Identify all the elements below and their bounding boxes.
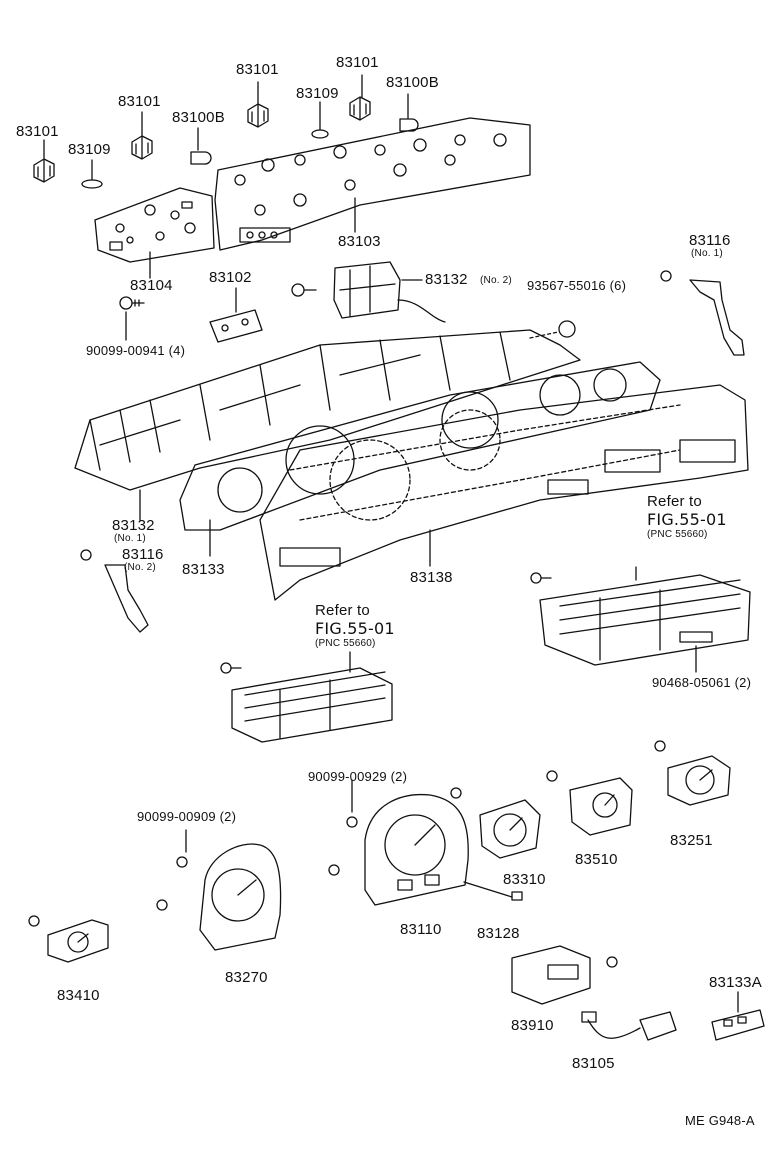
- part-label: 83510: [575, 851, 618, 868]
- part-label: 83310: [503, 871, 546, 888]
- reference-note: (PNC 55660): [647, 529, 708, 540]
- part-label: 83110: [400, 921, 442, 938]
- part-label: 83128: [477, 925, 520, 942]
- part-label: 83103: [338, 233, 381, 250]
- part-label: 83101: [336, 54, 379, 71]
- wire-harness-83105: [581, 1011, 677, 1041]
- clock-83910: [511, 945, 618, 1005]
- part-label: 83102: [209, 269, 252, 286]
- part-note: (No. 1): [691, 248, 723, 259]
- bulb-icon: [311, 129, 329, 139]
- screw-icon: [119, 296, 145, 310]
- bezel-83133a: [711, 1009, 765, 1041]
- part-label: 83109: [296, 85, 339, 102]
- diagram-code: ME G948-A: [685, 1113, 755, 1128]
- reference-note: FIG.55-01: [315, 619, 395, 638]
- air-register-left: [220, 662, 393, 743]
- gauge-83410: [28, 915, 109, 963]
- part-label: 83105: [572, 1055, 615, 1072]
- part-label: 83132: [425, 271, 468, 288]
- part-label: 83100B: [172, 109, 225, 126]
- part-label: 83251: [670, 832, 713, 849]
- speedometer-83110: [328, 793, 469, 906]
- printed-circuit-83103: [214, 117, 531, 251]
- bulb-icon: [399, 118, 419, 132]
- gauge-83510: [546, 770, 633, 836]
- part-label: 83116: [689, 232, 731, 249]
- part-label: 83104: [130, 277, 173, 294]
- part-label: 83132: [112, 517, 155, 534]
- part-label: 83133: [182, 561, 225, 578]
- meter-83270: [156, 843, 282, 951]
- cluster-housing-83132: [74, 329, 581, 491]
- bulb-icon: [190, 151, 212, 165]
- part-label: 83410: [57, 987, 100, 1004]
- socket-icon: [33, 158, 55, 183]
- part-label: 83116: [122, 546, 164, 563]
- part-label: 90099-00929 (2): [308, 769, 408, 784]
- bracket-83102: [209, 309, 263, 343]
- printed-circuit-83104: [94, 187, 215, 263]
- resistor-83132: [333, 261, 446, 323]
- part-label: 83101: [118, 93, 161, 110]
- part-label: 83138: [410, 569, 453, 586]
- reference-note: (PNC 55660): [315, 638, 376, 649]
- screw-icon: [291, 283, 317, 297]
- part-label: 93567-55016 (6): [527, 278, 627, 293]
- tachometer-83310: [450, 787, 541, 859]
- part-label: 90468-05061 (2): [652, 675, 752, 690]
- reference-note: Refer to: [647, 493, 702, 510]
- air-register-right: [530, 572, 751, 666]
- socket-icon: [247, 103, 269, 128]
- part-label: 83100B: [386, 74, 439, 91]
- trip-reset-knob-83128: [463, 881, 523, 901]
- gauge-83251: [654, 740, 731, 806]
- part-label: 83270: [225, 969, 268, 986]
- part-label: 83109: [68, 141, 111, 158]
- bracket-83116-no1: [660, 270, 745, 356]
- part-note: (No. 1): [114, 533, 146, 544]
- part-label: 83101: [236, 61, 279, 78]
- clip-icon: [529, 320, 576, 339]
- meter-face-83133: [179, 361, 661, 531]
- part-note: (No. 2): [480, 275, 512, 286]
- part-label: 83101: [16, 123, 59, 140]
- part-label: 83133A: [709, 974, 762, 991]
- reference-note: FIG.55-01: [647, 510, 727, 529]
- part-note: (No. 2): [124, 562, 156, 573]
- part-label: 90099-00909 (2): [137, 809, 237, 824]
- finish-panel-83138: [259, 384, 749, 601]
- reference-note: Refer to: [315, 602, 370, 619]
- bracket-83116-no2: [80, 549, 149, 633]
- socket-icon: [349, 96, 371, 121]
- part-label: 83910: [511, 1017, 554, 1034]
- part-label: 90099-00941 (4): [86, 343, 186, 358]
- socket-icon: [131, 135, 153, 160]
- bulb-icon: [81, 179, 103, 189]
